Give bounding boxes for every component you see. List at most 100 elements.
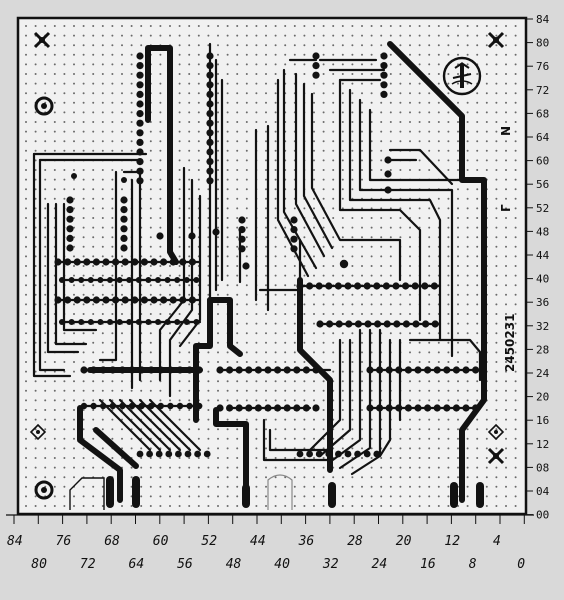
trace bbox=[302, 82, 334, 250]
pad bbox=[128, 366, 136, 374]
pad bbox=[195, 366, 203, 374]
pad bbox=[206, 71, 214, 79]
pad bbox=[194, 450, 202, 458]
copper-traces bbox=[32, 41, 487, 508]
bottom-axis-tick-label: 84 bbox=[7, 534, 23, 549]
pad bbox=[135, 277, 142, 283]
pad bbox=[385, 366, 393, 374]
pad bbox=[283, 404, 291, 412]
trace bbox=[388, 148, 454, 186]
bottom-axis-tick-label: 12 bbox=[444, 534, 460, 549]
bottom-axis-tick-label: 40 bbox=[274, 557, 290, 572]
pad bbox=[339, 259, 349, 269]
pad bbox=[136, 52, 144, 60]
pad bbox=[380, 71, 388, 79]
right-axis-tick-label: 80 bbox=[536, 37, 549, 50]
pad bbox=[382, 282, 390, 290]
pad bbox=[156, 232, 164, 240]
pad bbox=[384, 170, 392, 178]
right-axis-tick-label: 40 bbox=[536, 273, 549, 286]
bottom-axis-tick-label: 48 bbox=[226, 557, 242, 572]
right-axis-tick-label: 68 bbox=[536, 107, 549, 120]
pad bbox=[150, 296, 158, 304]
right-axis-tick-label: 16 bbox=[536, 414, 549, 427]
pad bbox=[90, 366, 98, 374]
pad bbox=[312, 62, 320, 70]
pad bbox=[238, 245, 246, 253]
bottom-axis-tick-label: 80 bbox=[31, 557, 47, 572]
bottom-axis-tick-label: 8 bbox=[469, 557, 477, 572]
pad bbox=[120, 206, 128, 214]
pad bbox=[206, 81, 214, 89]
pad bbox=[121, 258, 129, 266]
pad bbox=[136, 81, 144, 89]
pad bbox=[363, 282, 371, 290]
right-axis-tick-label: 12 bbox=[536, 438, 549, 451]
pad bbox=[131, 258, 139, 266]
trace bbox=[387, 41, 487, 503]
pad bbox=[404, 366, 412, 374]
pad bbox=[472, 404, 480, 412]
pad bbox=[373, 282, 381, 290]
pad bbox=[364, 320, 372, 328]
pad bbox=[443, 366, 451, 374]
pad bbox=[175, 450, 182, 458]
pad bbox=[100, 402, 107, 410]
pad bbox=[136, 62, 144, 70]
pad bbox=[138, 366, 146, 374]
component-pads bbox=[54, 52, 480, 458]
alignment-diamond-icon bbox=[487, 423, 505, 441]
pad bbox=[126, 319, 133, 325]
pad bbox=[443, 404, 451, 412]
pad bbox=[121, 296, 129, 304]
trace bbox=[310, 92, 402, 282]
trace bbox=[98, 398, 152, 452]
pad bbox=[186, 366, 194, 374]
board-part-number: 2450231 bbox=[503, 314, 517, 372]
pad bbox=[136, 90, 144, 98]
pad bbox=[312, 52, 320, 60]
pad bbox=[206, 119, 214, 127]
right-axis-tick-label: 04 bbox=[536, 485, 550, 498]
pad bbox=[385, 404, 393, 412]
pad bbox=[366, 366, 374, 374]
trace bbox=[98, 170, 118, 362]
pad bbox=[136, 71, 144, 79]
pad bbox=[184, 450, 192, 458]
trace bbox=[32, 152, 72, 378]
pad bbox=[136, 138, 144, 146]
pad bbox=[169, 258, 177, 266]
pad bbox=[87, 319, 94, 325]
trace bbox=[54, 202, 88, 346]
trace bbox=[128, 398, 182, 452]
pad bbox=[188, 232, 196, 240]
pad bbox=[296, 450, 304, 458]
pad bbox=[138, 402, 145, 410]
pad bbox=[380, 52, 388, 60]
trace bbox=[207, 297, 243, 357]
pad bbox=[59, 277, 65, 283]
pad bbox=[254, 366, 262, 374]
pad bbox=[160, 296, 168, 304]
pad bbox=[183, 277, 190, 283]
pad bbox=[283, 366, 291, 374]
pad bbox=[71, 173, 77, 179]
pad bbox=[119, 402, 126, 410]
pad bbox=[112, 258, 120, 266]
pad bbox=[290, 235, 298, 243]
trace bbox=[138, 398, 192, 452]
pad bbox=[245, 404, 253, 412]
pad bbox=[380, 81, 388, 89]
right-axis-tick-label: 52 bbox=[536, 202, 549, 215]
right-axis-tick-label: 28 bbox=[536, 343, 549, 356]
pad bbox=[92, 296, 100, 304]
pad bbox=[412, 320, 420, 328]
pad bbox=[136, 129, 144, 137]
pad bbox=[80, 402, 88, 410]
pad bbox=[344, 450, 352, 458]
pad bbox=[306, 282, 314, 290]
pad bbox=[166, 366, 174, 374]
pad bbox=[235, 366, 243, 374]
right-axis-tick-label: 36 bbox=[536, 296, 549, 309]
pad bbox=[64, 296, 72, 304]
